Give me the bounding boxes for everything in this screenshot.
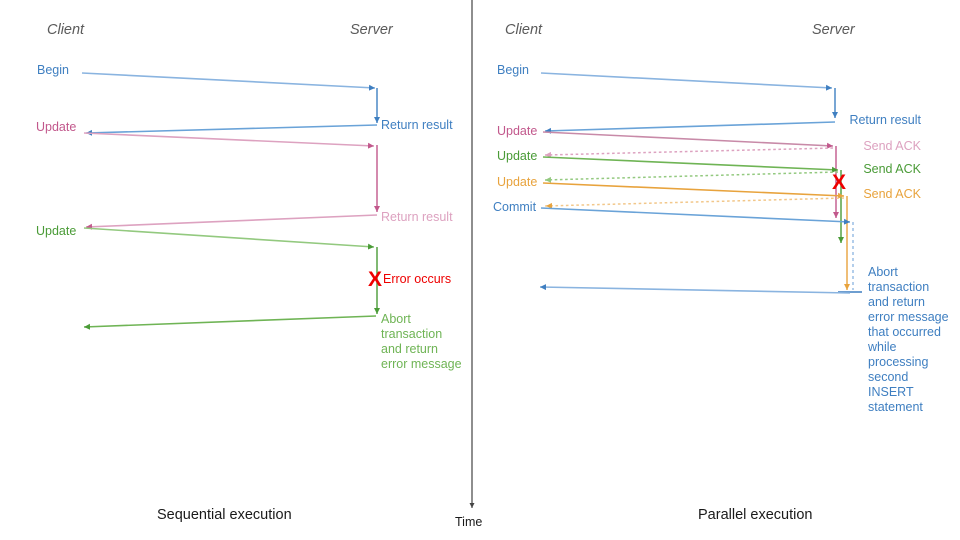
left-server-label-return-result-2: Return result bbox=[381, 210, 453, 224]
right-msg-commit bbox=[540, 207, 854, 290]
right-msg-update-2 bbox=[542, 156, 844, 243]
left-server-label-abort-message: Abort transaction and return error messa… bbox=[381, 312, 462, 371]
left-server-label-error-occurs: Error occurs bbox=[383, 272, 452, 286]
left-msg-return-result-2 bbox=[85, 214, 378, 230]
left-msg-abort-return bbox=[83, 315, 377, 330]
right-client-label-update-1: Update bbox=[497, 124, 538, 138]
right-msg-begin bbox=[540, 72, 838, 118]
right-server-header: Server bbox=[812, 22, 855, 38]
left-client-header: Client bbox=[47, 22, 85, 38]
left-panel-messages bbox=[81, 72, 380, 330]
right-server-label-send-ack-2: Send ACK bbox=[863, 162, 921, 176]
left-client-label-update-1: Update bbox=[36, 120, 77, 134]
right-server-label-send-ack-3: Send ACK bbox=[863, 187, 921, 201]
left-msg-begin bbox=[81, 72, 380, 123]
right-client-header: Client bbox=[505, 22, 543, 38]
right-client-label-begin: Begin bbox=[497, 63, 529, 77]
time-axis-label: Time bbox=[455, 515, 483, 529]
right-msg-abort-return bbox=[539, 284, 862, 294]
right-msg-update-1 bbox=[542, 131, 839, 218]
right-error-x-icon: X bbox=[832, 171, 847, 194]
right-client-label-update-2: Update bbox=[497, 149, 538, 163]
left-panel-caption: Sequential execution bbox=[157, 507, 292, 523]
left-msg-update-2 bbox=[83, 227, 380, 314]
right-msg-update-3 bbox=[542, 182, 850, 290]
right-client-label-commit: Commit bbox=[493, 200, 537, 214]
right-client-label-update-3: Update bbox=[497, 175, 538, 189]
right-server-label-send-ack-1: Send ACK bbox=[863, 139, 921, 153]
right-server-label-return-result: Return result bbox=[849, 113, 921, 127]
left-error-x-icon: X bbox=[368, 268, 383, 291]
right-panel-caption: Parallel execution bbox=[698, 507, 813, 523]
left-msg-return-result-1 bbox=[85, 124, 378, 136]
left-client-label-begin: Begin bbox=[37, 63, 69, 77]
right-panel-messages bbox=[539, 72, 862, 294]
left-client-label-update-2: Update bbox=[36, 224, 77, 238]
left-server-header: Server bbox=[350, 22, 393, 38]
right-server-label-abort-message: Abort transaction and return error messa… bbox=[868, 265, 949, 414]
left-server-label-return-result-1: Return result bbox=[381, 118, 453, 132]
right-msg-return-result bbox=[544, 121, 836, 134]
left-msg-update-1 bbox=[83, 132, 380, 212]
